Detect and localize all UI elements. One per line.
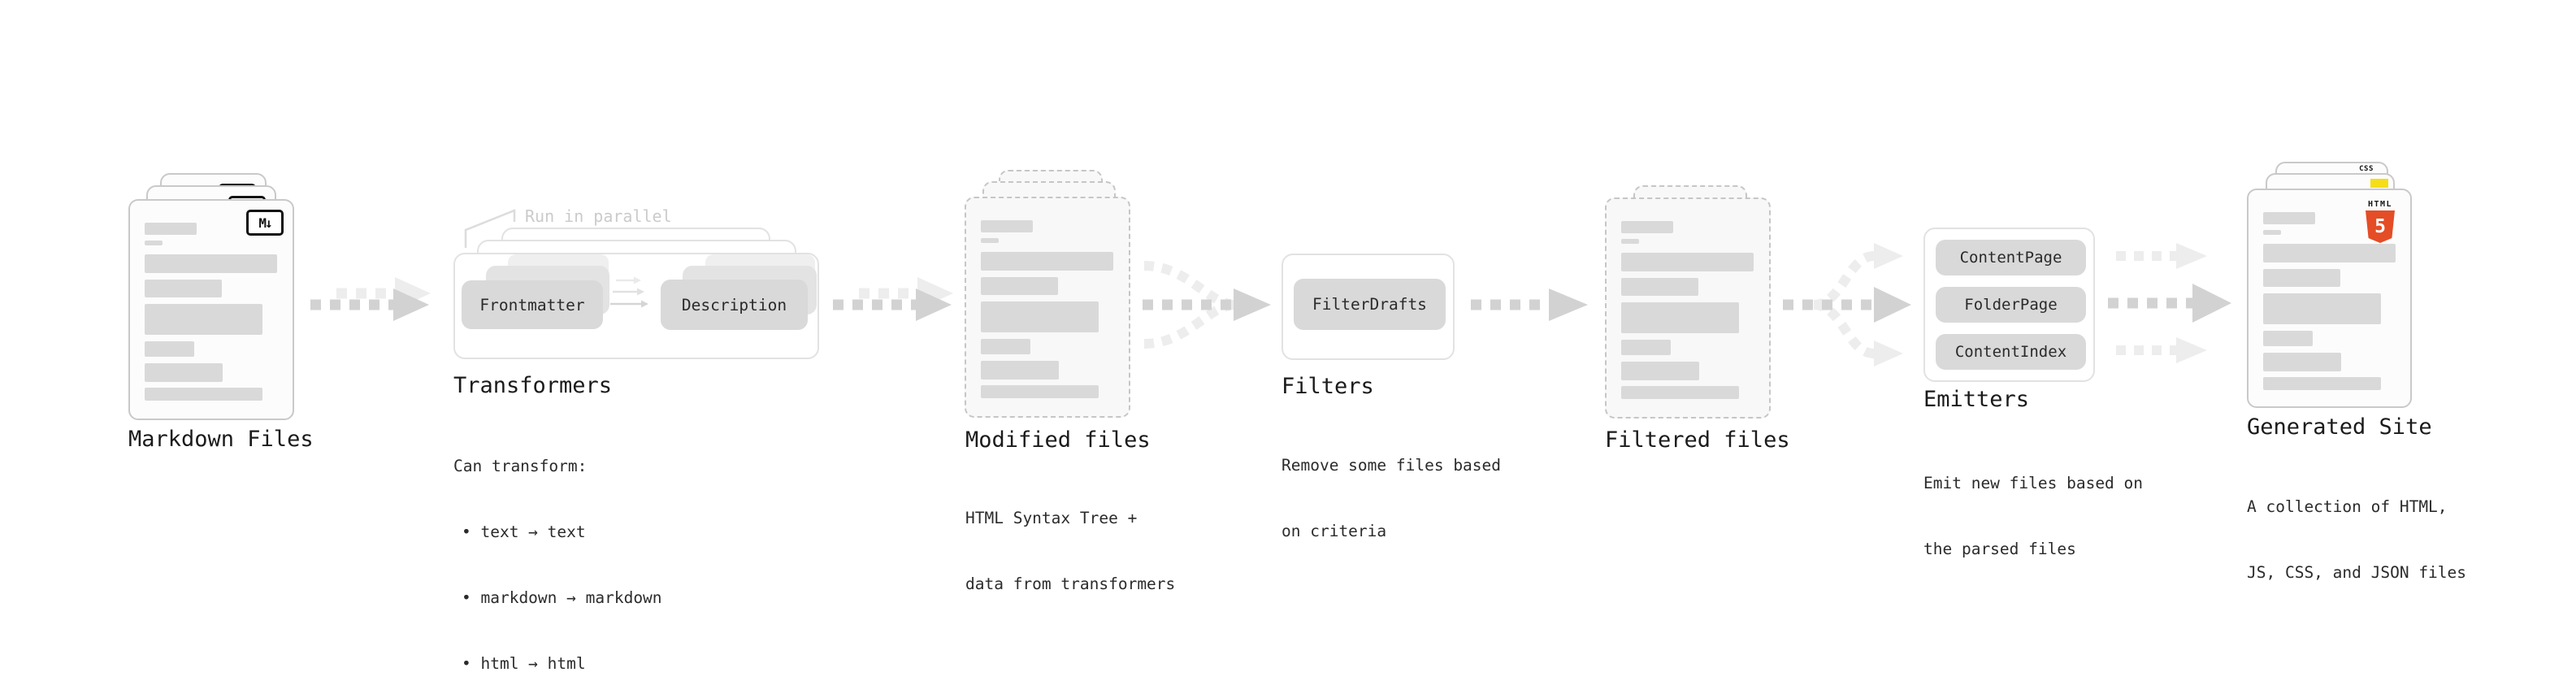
filters-frame: FilterDrafts: [1281, 254, 1455, 360]
stage-title-markdown: Markdown Files: [128, 427, 314, 452]
generated-site-stack: CSS HTML 5: [2247, 162, 2413, 410]
stage-title-modified: Modified files: [965, 427, 1151, 453]
skeleton-line: [981, 385, 1099, 398]
skeleton-line: [981, 339, 1030, 354]
skeleton-line: [981, 238, 999, 243]
stage-title-generated: Generated Site: [2247, 414, 2432, 440]
markdown-icon: M↓: [246, 210, 284, 236]
stage-title-transformers: Transformers: [453, 373, 613, 398]
stage-title-emitters: Emitters: [1923, 387, 2030, 412]
skeleton-line: [145, 223, 197, 235]
parallel-arrows-icon: [2108, 243, 2231, 363]
desc-line: • markdown → markdown: [462, 588, 662, 607]
skeleton-line: [145, 280, 222, 297]
transformers-graphic: Frontmatter Description: [453, 228, 821, 362]
desc-line: A collection of HTML,: [2247, 497, 2448, 516]
skeleton-line: [1621, 362, 1699, 380]
skeleton-line: [2263, 353, 2341, 371]
skeleton-line: [145, 363, 223, 382]
stage-title-filtered: Filtered files: [1605, 427, 1790, 453]
skeleton-line: [981, 361, 1059, 380]
skeleton-line: [1621, 386, 1739, 399]
skeleton-line: [2263, 269, 2340, 287]
transformer-chip-description: Description: [661, 280, 808, 330]
modified-files-stack: [965, 170, 1130, 418]
stage-title-filters: Filters: [1281, 374, 1374, 399]
skeleton-line: [981, 301, 1099, 332]
skeleton-line: [145, 341, 194, 357]
skeleton-line: [1621, 302, 1739, 333]
desc-line: data from transformers: [965, 575, 1176, 593]
chip-flow-arrows-icon: [610, 276, 648, 308]
skeleton-line: [981, 252, 1113, 271]
desc-line: • html → html: [462, 654, 586, 673]
desc-line: Emit new files based on: [1923, 474, 2144, 492]
html5-icon-word: HTML: [2367, 200, 2393, 209]
filter-chip-filterdrafts: FilterDrafts: [1294, 279, 1446, 330]
skeleton-line: [2263, 244, 2396, 262]
skeleton-line: [2263, 331, 2313, 346]
desc-line: Can transform:: [453, 457, 588, 475]
emitter-chip-contentindex: ContentIndex: [1936, 334, 2086, 370]
skeleton-line: [145, 241, 163, 245]
skeleton-line: [145, 304, 262, 335]
css-icon-label: CSS: [2359, 165, 2374, 173]
flow-arrow-icon: [833, 277, 953, 321]
skeleton-line: [2263, 212, 2315, 224]
transformer-chip-frontmatter: Frontmatter: [462, 280, 603, 329]
skeleton-line: [145, 388, 262, 401]
emitter-chip-folderpage: FolderPage: [1936, 287, 2086, 323]
skeleton-line: [2263, 230, 2281, 235]
desc-line: HTML Syntax Tree +: [965, 509, 1138, 527]
html5-icon-shield: 5: [2366, 210, 2395, 243]
stage-description-transformers: Can transform: • text → text • markdown …: [453, 411, 662, 681]
stage-description-filters: Remove some files based on criteria: [1281, 410, 1501, 586]
document-card: [965, 197, 1130, 418]
skeleton-line: [981, 277, 1058, 295]
skeleton-line: [1621, 239, 1639, 244]
skeleton-line: [981, 220, 1033, 232]
skeleton-line: [1621, 340, 1671, 355]
html5-icon-number: 5: [2374, 216, 2386, 237]
stage-description-generated: A collection of HTML, JS, CSS, and JSON …: [2247, 452, 2466, 627]
markdown-files-stack: M↓ M↓ M↓: [128, 173, 294, 420]
desc-line: JS, CSS, and JSON files: [2247, 563, 2467, 582]
desc-line: Remove some files based: [1281, 456, 1502, 475]
desc-line: on criteria: [1281, 522, 1387, 540]
skeleton-line: [1621, 278, 1698, 296]
html5-icon: HTML 5: [2361, 200, 2400, 243]
stage-description-emitters: Emit new files based on the parsed files: [1923, 428, 2143, 604]
document-card: HTML 5: [2247, 189, 2412, 408]
stage-description-modified: HTML Syntax Tree + data from transformer…: [965, 463, 1175, 639]
skeleton-line: [2263, 377, 2381, 390]
js-icon: [2370, 179, 2388, 188]
run-in-parallel-annotation: Run in parallel: [525, 206, 672, 226]
split-arrow-icon: [1783, 243, 1911, 367]
document-card: [1605, 197, 1771, 419]
flow-arrow-icon: [310, 277, 431, 321]
merge-arrow-icon: [1143, 261, 1271, 349]
callout-line: [464, 209, 516, 248]
filtered-files-stack: [1605, 185, 1771, 419]
skeleton-line: [145, 254, 277, 273]
emitters-frame: ContentPage FolderPage ContentIndex: [1923, 228, 2095, 382]
skeleton-line: [1621, 253, 1754, 271]
skeleton-line: [2263, 293, 2381, 324]
desc-line: the parsed files: [1923, 540, 2076, 558]
emitter-chip-contentpage: ContentPage: [1936, 240, 2086, 275]
skeleton-line: [1621, 221, 1673, 233]
flow-arrow-icon: [1471, 288, 1588, 321]
document-card: M↓: [128, 199, 294, 420]
desc-line: • text → text: [462, 523, 586, 541]
